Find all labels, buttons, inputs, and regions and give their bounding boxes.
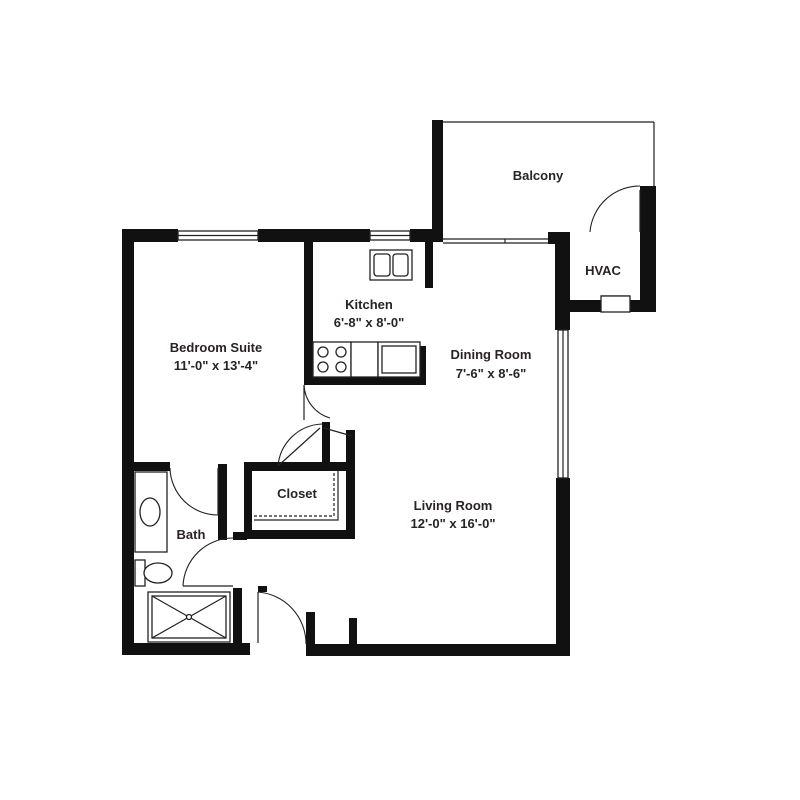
bedroom-size: 11'-0" x 13'-4" bbox=[174, 358, 258, 373]
room-labels: Balcony HVAC Kitchen 6'-8" x 8'-0" Dinin… bbox=[170, 168, 622, 542]
living-size: 12'-0" x 16'-0" bbox=[410, 516, 495, 531]
bath-fixtures bbox=[134, 471, 231, 643]
counter bbox=[350, 341, 379, 378]
stove bbox=[312, 341, 352, 378]
toilet-bowl bbox=[143, 562, 173, 584]
lavatory bbox=[139, 497, 161, 527]
windows bbox=[177, 230, 569, 479]
kitchen-size: 6'-8" x 8'-0" bbox=[334, 315, 405, 330]
exterior-walls bbox=[122, 120, 656, 656]
living-label: Living Room bbox=[414, 498, 493, 513]
closet-fixtures bbox=[254, 470, 339, 521]
hvac-label: HVAC bbox=[585, 263, 621, 278]
closet-label: Closet bbox=[277, 486, 317, 501]
bath-label: Bath bbox=[177, 527, 206, 542]
dining-label: Dining Room bbox=[451, 347, 532, 362]
interior-walls bbox=[122, 238, 433, 656]
kitchen-fixtures bbox=[312, 249, 421, 378]
balcony-label: Balcony bbox=[513, 168, 564, 183]
bedroom-label: Bedroom Suite bbox=[170, 340, 262, 355]
dining-size: 7'-6" x 8'-6" bbox=[456, 366, 527, 381]
kitchen-label: Kitchen bbox=[345, 297, 393, 312]
hvac-unit bbox=[600, 295, 631, 313]
balcony-outline bbox=[443, 121, 655, 244]
doors bbox=[169, 185, 641, 645]
